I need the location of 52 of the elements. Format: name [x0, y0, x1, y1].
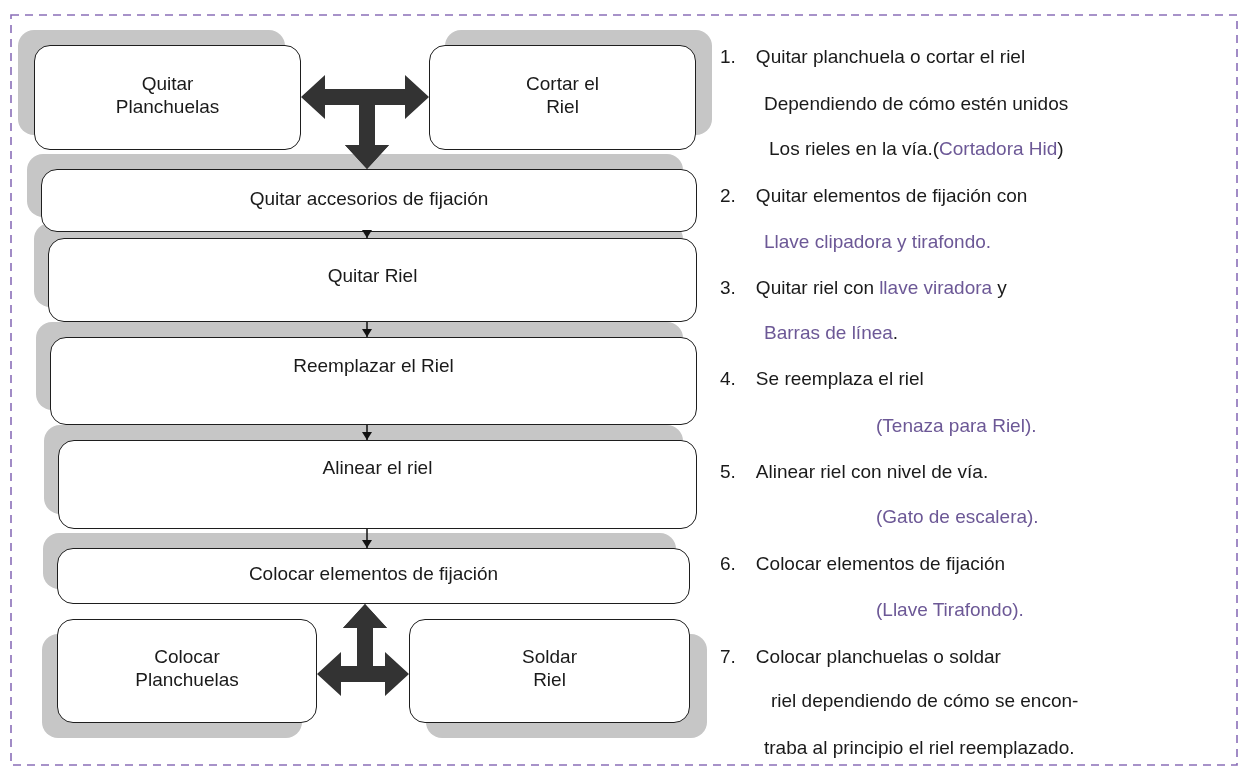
arrow	[362, 321, 372, 338]
instruction-text: Dependiendo de cómo estén unidos	[764, 92, 1069, 116]
step-text: Quitar accesorios de fijación	[249, 188, 489, 211]
process-box	[58, 440, 697, 529]
step-number: 3.	[720, 276, 736, 300]
instruction-text: (Gato de escalera).	[876, 505, 1039, 529]
step-text: Quitar Planchuelas	[114, 73, 221, 119]
instruction-text: Llave clipadora y tirafondo.	[764, 230, 992, 254]
arrow	[362, 230, 372, 239]
instruction-text: Colocar planchuelas o soldar	[755, 645, 1001, 669]
instruction-text: y	[997, 276, 1007, 300]
instruction-text: Quitar elementos de fijación con	[755, 184, 1028, 208]
block-arrow	[343, 604, 409, 696]
instruction-text: Los rieles en la vía.(	[769, 137, 940, 161]
instruction-text: (Tenaza para Riel).	[876, 414, 1037, 438]
step-number: 7.	[720, 645, 736, 669]
process-box	[34, 45, 301, 150]
instruction-text: )	[1057, 137, 1064, 161]
instruction-text: llave viradora	[879, 276, 993, 300]
instruction-text: Colocar elementos de fijación	[755, 552, 1006, 576]
step-text: Colocar elementos de fijación	[248, 563, 499, 586]
instruction-text: (Llave Tirafondo).	[876, 598, 1024, 622]
instruction-text: Quitar planchuela o cortar el riel	[755, 45, 1026, 69]
instruction-text: riel dependiendo de cómo se encon-	[771, 689, 1079, 713]
block-arrow	[345, 75, 429, 169]
step-number: 1.	[720, 45, 736, 69]
step-number: 5.	[720, 460, 736, 484]
process-box	[409, 619, 690, 723]
step-number: 2.	[720, 184, 736, 208]
instruction-text: Barras de línea	[764, 321, 893, 345]
step-number: 4.	[720, 367, 736, 391]
step-text: Cortar el Riel	[525, 73, 600, 119]
instruction-text: Alinear riel con nivel de vía.	[755, 460, 989, 484]
step-number: 6.	[720, 552, 736, 576]
instruction-text: traba al principio el riel reemplazado.	[764, 736, 1075, 760]
instruction-text: Quitar riel con	[755, 276, 875, 300]
process-box	[57, 619, 317, 723]
step-text: Soldar Riel	[521, 646, 578, 692]
process-box	[41, 169, 697, 232]
process-box	[429, 45, 696, 150]
process-box	[57, 548, 690, 604]
step-text: Alinear el riel	[322, 457, 433, 480]
arrow	[362, 528, 372, 549]
instruction-text: Cortadora Hid	[939, 137, 1058, 161]
step-text: Reemplazar el Riel	[293, 355, 454, 378]
process-box	[48, 238, 697, 322]
step-text: Colocar Planchuelas	[134, 646, 240, 692]
arrow	[362, 424, 372, 441]
process-box	[50, 337, 697, 425]
step-text: Quitar Riel	[327, 265, 418, 288]
instruction-text: Se reemplaza el riel	[755, 367, 924, 391]
instruction-text: .	[892, 321, 899, 345]
